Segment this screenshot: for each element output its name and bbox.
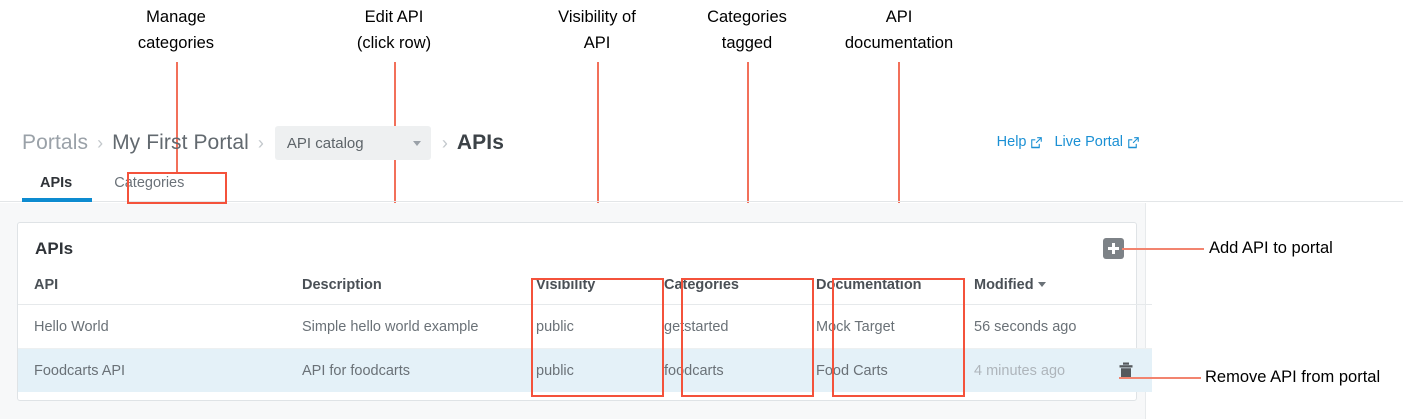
table-row[interactable]: Hello World Simple hello world example p… bbox=[18, 304, 1152, 349]
help-link-label: Help bbox=[996, 134, 1027, 150]
tab-categories[interactable]: Categories bbox=[92, 175, 206, 201]
column-header-modified[interactable]: Modified bbox=[974, 277, 1152, 305]
table-header-row: API Description Visibility Categories Do… bbox=[18, 277, 1152, 305]
cell-modified-text: 56 seconds ago bbox=[974, 318, 1077, 335]
remove-api-button[interactable] bbox=[1118, 362, 1134, 380]
leader-line-categories bbox=[747, 62, 749, 278]
cell-modified-text: 4 minutes ago bbox=[974, 362, 1066, 379]
cell-visibility: public bbox=[536, 304, 664, 349]
annotation-remove-api-from-portal: Remove API from portal bbox=[1205, 368, 1381, 386]
annotation-edit-api: Edit API (click row) bbox=[356, 8, 432, 52]
table-row[interactable]: Foodcarts API API for foodcarts public f… bbox=[18, 348, 1152, 392]
tab-categories-label: Categories bbox=[114, 175, 185, 191]
card-title: APIs bbox=[35, 239, 74, 258]
tab-apis-label: APIs bbox=[40, 175, 73, 191]
column-header-description[interactable]: Description bbox=[302, 277, 536, 305]
leader-line-documentation bbox=[898, 62, 900, 278]
cell-api: Hello World bbox=[18, 304, 302, 349]
app-window: Portals › My First Portal › API catalog … bbox=[0, 112, 1403, 419]
cell-categories: getstarted bbox=[664, 304, 816, 349]
external-link-icon bbox=[1128, 136, 1139, 148]
live-portal-link[interactable]: Live Portal bbox=[1054, 134, 1140, 150]
cell-description: API for foodcarts bbox=[302, 348, 536, 392]
breadcrumb-catalog-value: API catalog bbox=[286, 134, 364, 152]
column-header-api[interactable]: API bbox=[18, 277, 302, 305]
cell-api: Foodcarts API bbox=[18, 348, 302, 392]
leader-line-add-api bbox=[1122, 248, 1204, 250]
sort-descending-icon bbox=[1037, 282, 1046, 287]
external-link-icon bbox=[1031, 136, 1043, 148]
cell-modified: 56 seconds ago bbox=[974, 304, 1152, 349]
annotation-categories-tagged: Categories tagged bbox=[707, 8, 787, 52]
cell-documentation: Mock Target bbox=[816, 304, 974, 349]
apis-table: API Description Visibility Categories Do… bbox=[18, 277, 1152, 392]
cell-categories: foodcarts bbox=[664, 348, 816, 392]
breadcrumb-separator: › bbox=[97, 132, 104, 153]
breadcrumb-portals[interactable]: Portals bbox=[22, 131, 89, 154]
cell-modified: 4 minutes ago bbox=[974, 348, 1152, 392]
apis-card: APIs API Description Visibility Categori… bbox=[17, 222, 1152, 401]
breadcrumb-current-apis: APIs bbox=[456, 131, 504, 154]
breadcrumb-separator: › bbox=[441, 132, 448, 153]
column-header-visibility[interactable]: Visibility bbox=[536, 277, 664, 305]
annotation-manage-categories: Manage categories bbox=[137, 8, 215, 52]
cell-visibility: public bbox=[536, 348, 664, 392]
column-header-categories[interactable]: Categories bbox=[664, 277, 816, 305]
help-link[interactable]: Help bbox=[997, 134, 1044, 150]
breadcrumb-separator: › bbox=[257, 132, 264, 153]
chevron-down-icon bbox=[412, 140, 421, 146]
live-portal-link-label: Live Portal bbox=[1054, 134, 1123, 150]
tab-apis[interactable]: APIs bbox=[22, 175, 93, 202]
annotation-add-api-to-portal: Add API to portal bbox=[1209, 239, 1333, 257]
header-links: Help Live Portal bbox=[997, 134, 1140, 150]
column-header-modified-label: Modified bbox=[974, 277, 1034, 293]
breadcrumb-my-first-portal[interactable]: My First Portal bbox=[112, 131, 249, 154]
breadcrumb: Portals › My First Portal › API catalog … bbox=[22, 126, 504, 160]
cell-documentation: Food Carts bbox=[816, 348, 974, 392]
leader-line-visibility bbox=[597, 62, 599, 278]
tab-bar: APIs Categories bbox=[0, 166, 1403, 202]
annotation-api-documentation: API documentation bbox=[844, 8, 954, 52]
leader-line-manage-categories bbox=[176, 62, 178, 172]
cell-description: Simple hello world example bbox=[302, 304, 536, 349]
annotation-visibility-of-api: Visibility of API bbox=[558, 8, 636, 52]
breadcrumb-catalog-select[interactable]: API catalog bbox=[274, 126, 431, 160]
leader-line-remove-api bbox=[1119, 377, 1201, 379]
column-header-documentation[interactable]: Documentation bbox=[816, 277, 974, 305]
add-api-button[interactable] bbox=[1103, 238, 1124, 259]
plus-icon bbox=[1112, 243, 1115, 254]
trash-icon bbox=[1119, 362, 1133, 379]
